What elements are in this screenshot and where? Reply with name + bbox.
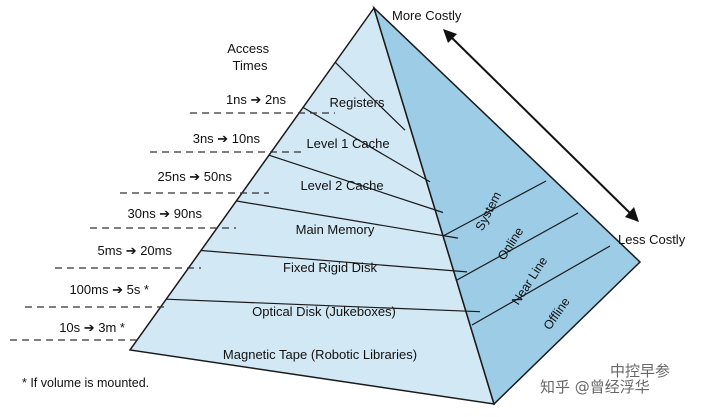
access-time-labels: 1ns ➔ 2ns 3ns ➔ 10ns 25ns ➔ 50ns 30ns ➔ … [59,92,286,335]
access-times-line2: Times [233,58,268,73]
access-time-main-memory: 30ns ➔ 90ns [128,206,203,221]
tier-divider [268,154,444,214]
watermark: 中控早参 知乎 @曾经浮华 [540,362,670,396]
tier-divider [165,298,481,313]
access-times-header: Access Times [227,41,273,73]
access-time-optical-disk: 100ms ➔ 5s * [69,282,149,297]
tier-labels: Registers Level 1 Cache Level 2 Cache Ma… [223,95,417,362]
watermark-text: 知乎 @曾经浮华 [540,378,650,396]
tier-dividers [165,61,481,313]
tier-label-level1-cache: Level 1 Cache [306,136,389,151]
tier-divider [334,61,406,131]
access-time-registers: 1ns ➔ 2ns [226,92,287,107]
side-dividers [442,180,611,326]
tier-divider [302,106,431,183]
arrow-head-up [443,29,457,43]
tier-label-optical-disk: Optical Disk (Jukeboxes) [252,304,396,319]
tier-label-level2-cache: Level 2 Cache [300,178,383,193]
access-time-level1-cache: 3ns ➔ 10ns [193,131,261,146]
access-time-magnetic-tape: 10s ➔ 3m * [59,320,125,335]
tier-label-main-memory: Main Memory [296,222,375,237]
pyramid-side-face [372,5,642,406]
footnote: * If volume is mounted. [22,376,149,390]
access-time-dashed-lines [10,112,335,341]
side-divider [456,212,579,281]
side-divider [471,245,611,326]
tier-divider [200,249,468,273]
less-costly-label: Less Costly [618,232,686,247]
access-time-fixed-disk: 5ms ➔ 20ms [98,243,173,258]
access-time-level2-cache: 25ns ➔ 50ns [158,169,233,184]
cost-arrow [443,29,639,222]
tier-label-fixed-rigid-disk: Fixed Rigid Disk [283,260,377,275]
more-costly-label: More Costly [392,8,462,23]
arrow-head-down [625,207,639,222]
watermark-faint-text: 中控早参 [610,362,670,380]
tier-label-registers: Registers [330,95,385,110]
side-divider [442,180,547,237]
tier-label-magnetic-tape: Magnetic Tape (Robotic Libraries) [223,347,417,362]
tier-divider [235,200,459,239]
access-times-line1: Access [227,41,269,56]
